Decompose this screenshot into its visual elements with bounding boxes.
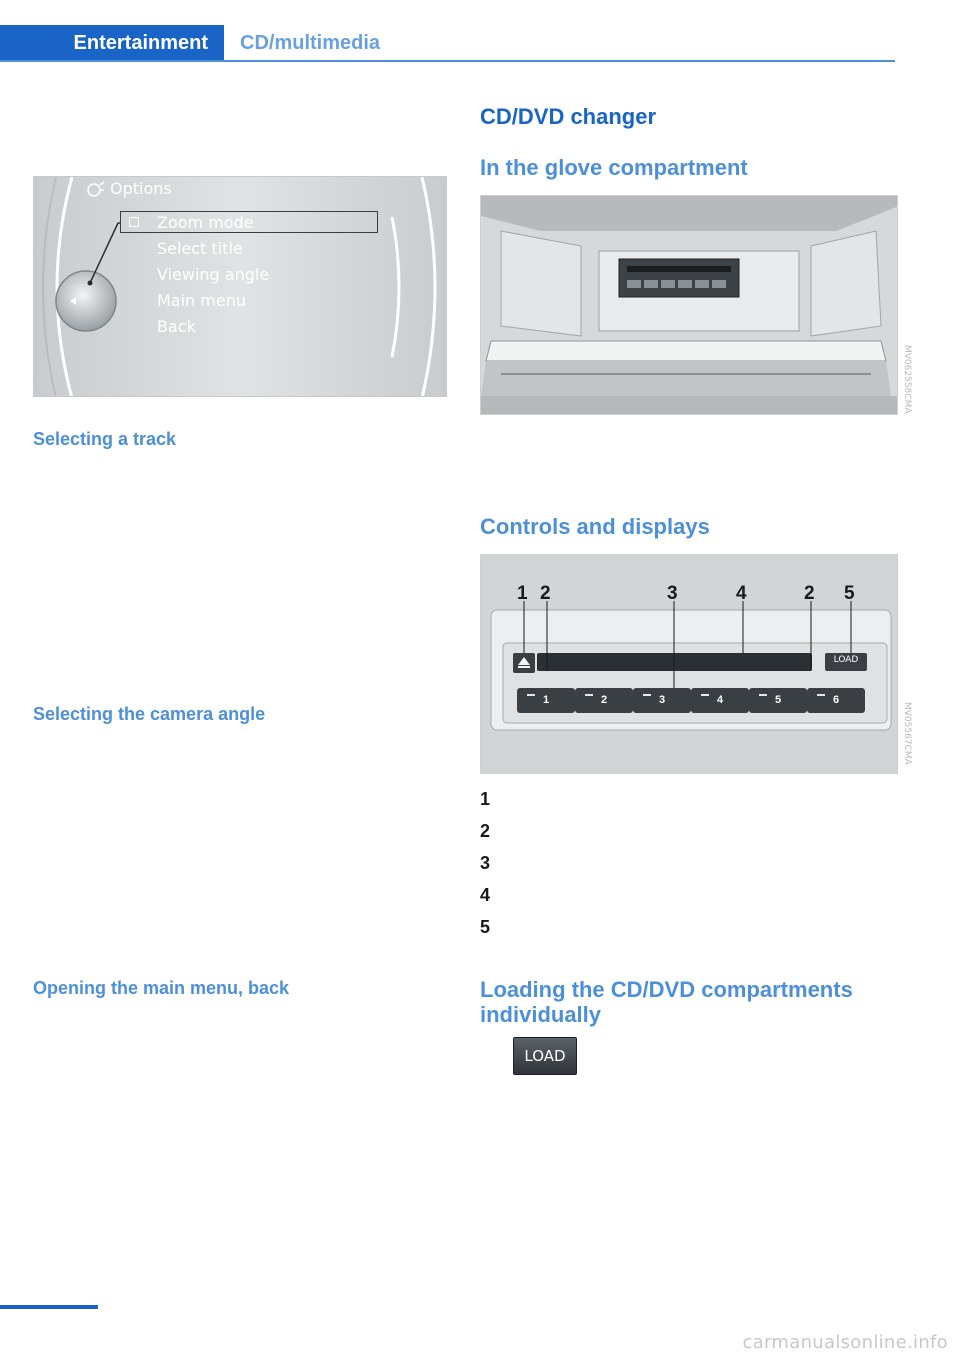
watermark: carmanualsonline.info: [742, 1332, 948, 1353]
heading-loading-line1: Loading the CD/DVD compartments: [480, 977, 853, 1002]
option-zoom-mode[interactable]: Zoom mode: [157, 213, 254, 232]
callout-3: 3: [667, 583, 678, 604]
legend-item-1: 1: [480, 789, 491, 809]
heading-main-menu-back: Opening the main menu, back: [33, 978, 290, 998]
callout-5: 5: [844, 583, 855, 604]
header-divider: [0, 60, 895, 62]
slot-button-5: 5: [774, 694, 782, 706]
heading-camera-angle: Selecting the camera angle: [33, 704, 266, 724]
heading-cd-dvd-changer: CD/DVD changer: [480, 104, 657, 129]
checkbox-icon: [129, 217, 139, 227]
heading-loading-line2: individually: [480, 1002, 602, 1027]
tab-cd-multimedia[interactable]: CD/multimedia: [240, 32, 381, 54]
load-button-icon: LOAD: [513, 1037, 577, 1075]
option-main-menu[interactable]: Main menu: [157, 291, 246, 310]
slot-button-3: 3: [658, 694, 666, 706]
callout-1: 1: [517, 583, 528, 604]
heading-glove-compartment: In the glove compartment: [480, 155, 748, 180]
footer-bar: [0, 1305, 98, 1309]
legend-item-3: 3: [480, 853, 491, 873]
slot-button-4: 4: [716, 694, 724, 706]
option-viewing-angle[interactable]: Viewing angle: [157, 265, 270, 284]
legend-item-2: 2: [480, 821, 491, 841]
controls-image: 1 2 3 4 2 5 LOAD 1 2 3 4 5 6: [480, 554, 898, 774]
options-title: Options: [110, 179, 172, 198]
photo-code-glove: MV062558CMA: [902, 345, 912, 414]
slot-button-1: 1: [542, 694, 550, 706]
load-label: LOAD: [833, 655, 859, 665]
options-screen-image: Options Zoom mode Select title Viewing a…: [33, 176, 447, 397]
slot-button-6: 6: [832, 694, 840, 706]
controller-graphic: [34, 177, 446, 396]
option-select-title[interactable]: Select title: [157, 239, 243, 258]
slot-button-2: 2: [600, 694, 608, 706]
callout-4: 4: [736, 583, 747, 604]
options-selection-frame: [120, 211, 378, 233]
heading-selecting-track: Selecting a track: [33, 429, 177, 449]
heading-controls-displays: Controls and displays: [480, 514, 710, 539]
legend-item-5: 5: [480, 917, 491, 937]
options-icon: [87, 181, 105, 197]
legend-item-4: 4: [480, 885, 491, 905]
tab-entertainment[interactable]: Entertainment: [0, 25, 224, 62]
callout-2-right: 2: [804, 583, 815, 604]
option-back[interactable]: Back: [157, 317, 196, 336]
callout-2-left: 2: [540, 583, 551, 604]
photo-code-controls: MV05567CMA: [902, 702, 912, 765]
glove-compartment-image: [480, 195, 898, 415]
